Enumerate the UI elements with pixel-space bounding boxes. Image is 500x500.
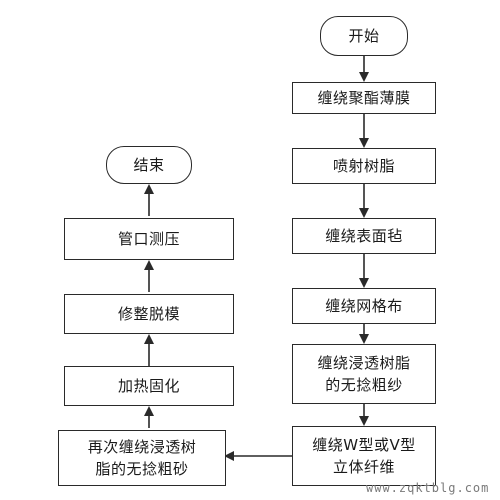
step-wind-mesh-cloth: 缠绕网格布 bbox=[292, 288, 436, 324]
end-node: 结束 bbox=[106, 146, 192, 184]
step-label-line2: 的无捻粗纱 bbox=[325, 376, 403, 394]
step-label-line2: 立体纤维 bbox=[332, 458, 395, 476]
step-label: 缠绕表面毡 bbox=[325, 227, 403, 245]
step-trim-demold: 修整脱模 bbox=[64, 294, 234, 334]
start-node: 开始 bbox=[320, 16, 408, 56]
step-wind-polyester-film: 缠绕聚酯薄膜 bbox=[292, 82, 436, 114]
step-label-line1: 缠绕浸透树脂 bbox=[317, 354, 411, 372]
site-watermark: www.zqktblg.com bbox=[366, 481, 490, 495]
step-label: 修整脱模 bbox=[117, 305, 180, 323]
step-label: 缠绕网格布 bbox=[325, 297, 403, 315]
step-wind-surface-mat: 缠绕表面毡 bbox=[292, 218, 436, 254]
step-label: 缠绕聚酯薄膜 bbox=[317, 89, 411, 107]
step-rewind-resin-roving: 再次缠绕浸透树 脂的无捻粗砂 bbox=[58, 430, 226, 486]
step-label: 管口测压 bbox=[117, 230, 180, 248]
step-heat-cure: 加热固化 bbox=[64, 366, 234, 406]
step-wind-3d-fiber: 缠绕W型或V型 立体纤维 bbox=[292, 426, 436, 486]
start-label: 开始 bbox=[348, 27, 380, 45]
step-pipe-mouth-pressure-test: 管口测压 bbox=[64, 218, 234, 260]
step-spray-resin: 喷射树脂 bbox=[292, 148, 436, 184]
step-label-line2: 脂的无捻粗砂 bbox=[95, 460, 189, 478]
step-label-line1: 缠绕W型或V型 bbox=[312, 436, 416, 454]
step-label: 喷射树脂 bbox=[332, 157, 395, 175]
end-label: 结束 bbox=[133, 156, 165, 174]
step-label: 加热固化 bbox=[117, 377, 180, 395]
step-label-line1: 再次缠绕浸透树 bbox=[87, 438, 197, 456]
step-wind-resin-roving: 缠绕浸透树脂 的无捻粗纱 bbox=[292, 344, 436, 404]
